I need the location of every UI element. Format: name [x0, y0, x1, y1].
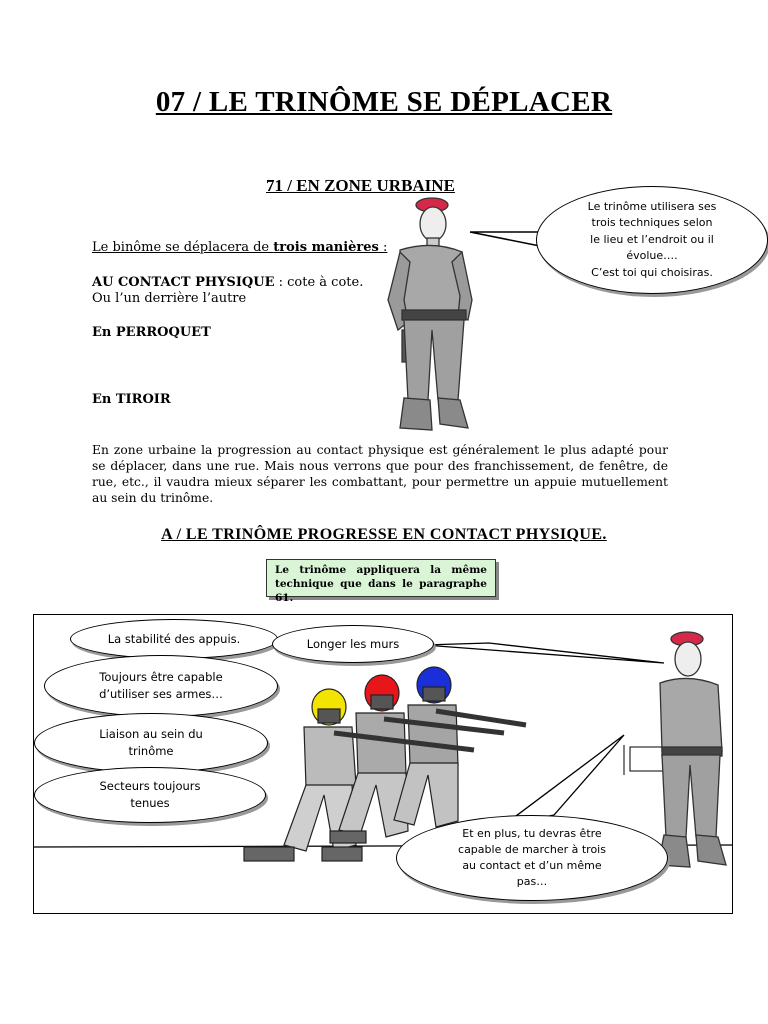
bubble-armes: Toujours être capable d’utiliser ses arm…: [44, 655, 278, 717]
speech-bubble-top: Le trinôme utilisera ses trois technique…: [536, 186, 768, 294]
speech-bubble-top-text: Le trinôme utilisera ses trois technique…: [588, 199, 717, 282]
section-title: A / LE TRINÔME PROGRESSE EN CONTACT PHYS…: [161, 526, 607, 543]
bubble-line: trois techniques selon: [591, 216, 713, 230]
soldier-top: [387, 197, 473, 431]
bubble-secteurs: Secteurs toujours tenues: [34, 767, 266, 823]
bubble-line: d’utiliser ses armes…: [99, 687, 223, 701]
method-perroquet: En PERROQUET: [92, 325, 211, 340]
method-contact-detail: : cote à cote.: [274, 275, 364, 290]
intro-line: Le binôme se déplacera de trois manières…: [92, 240, 387, 256]
intro-prefix: Le binôme se déplacera de: [92, 240, 274, 255]
method-tiroir: En TIROIR: [92, 392, 171, 407]
bubble-line: évolue….: [626, 249, 678, 263]
body-paragraph: En zone urbaine la progression au contac…: [92, 443, 668, 505]
bubble-line: le lieu et l’endroit ou il: [590, 232, 714, 246]
soldier-red: [329, 674, 409, 844]
bubble-line: Et en plus, tu devras être: [462, 827, 602, 840]
soldier-blue: [393, 666, 459, 828]
intro-bold: trois manières: [273, 240, 379, 255]
note-box: Le trinôme appliquera la même technique …: [266, 559, 496, 604]
method-contact: AU CONTACT PHYSIQUE : cote à cote.: [92, 275, 363, 291]
intro-suffix: :: [378, 240, 388, 255]
bubble-line: trinôme: [128, 744, 174, 758]
bubble-liaison: Liaison au sein du trinôme: [34, 713, 268, 773]
bubble-stabilite: La stabilité des appuis.: [70, 619, 278, 659]
bubble-murs: Longer les murs: [272, 625, 434, 663]
soldier-right: [657, 631, 727, 868]
bubble-line: au contact et d’un même: [462, 859, 602, 872]
bubble-line: tenues: [130, 796, 170, 810]
section-subtitle: 71 / EN ZONE URBAINE: [266, 176, 455, 195]
bubble-line: capable de marcher à trois: [458, 843, 606, 856]
bubble-line: pas…: [516, 875, 548, 888]
bubble-marcher: Et en plus, tu devras être capable de ma…: [396, 815, 668, 901]
method-contact-alt: Ou l’un derrière l’autre: [92, 291, 247, 306]
bubble-line: Le trinôme utilisera ses: [587, 199, 717, 213]
comic-panel: La stabilité des appuis. Longer les murs…: [33, 614, 733, 914]
bubble-line: Secteurs toujours: [99, 779, 201, 793]
bubble-line: Liaison au sein du: [99, 727, 203, 741]
bubble-line: C’est toi qui choisiras.: [591, 265, 713, 279]
bubble-line: Toujours être capable: [99, 670, 223, 684]
page-title: 07 / LE TRINÔME SE DÉPLACER: [155, 86, 613, 118]
method-contact-label: AU CONTACT PHYSIQUE: [92, 275, 275, 290]
